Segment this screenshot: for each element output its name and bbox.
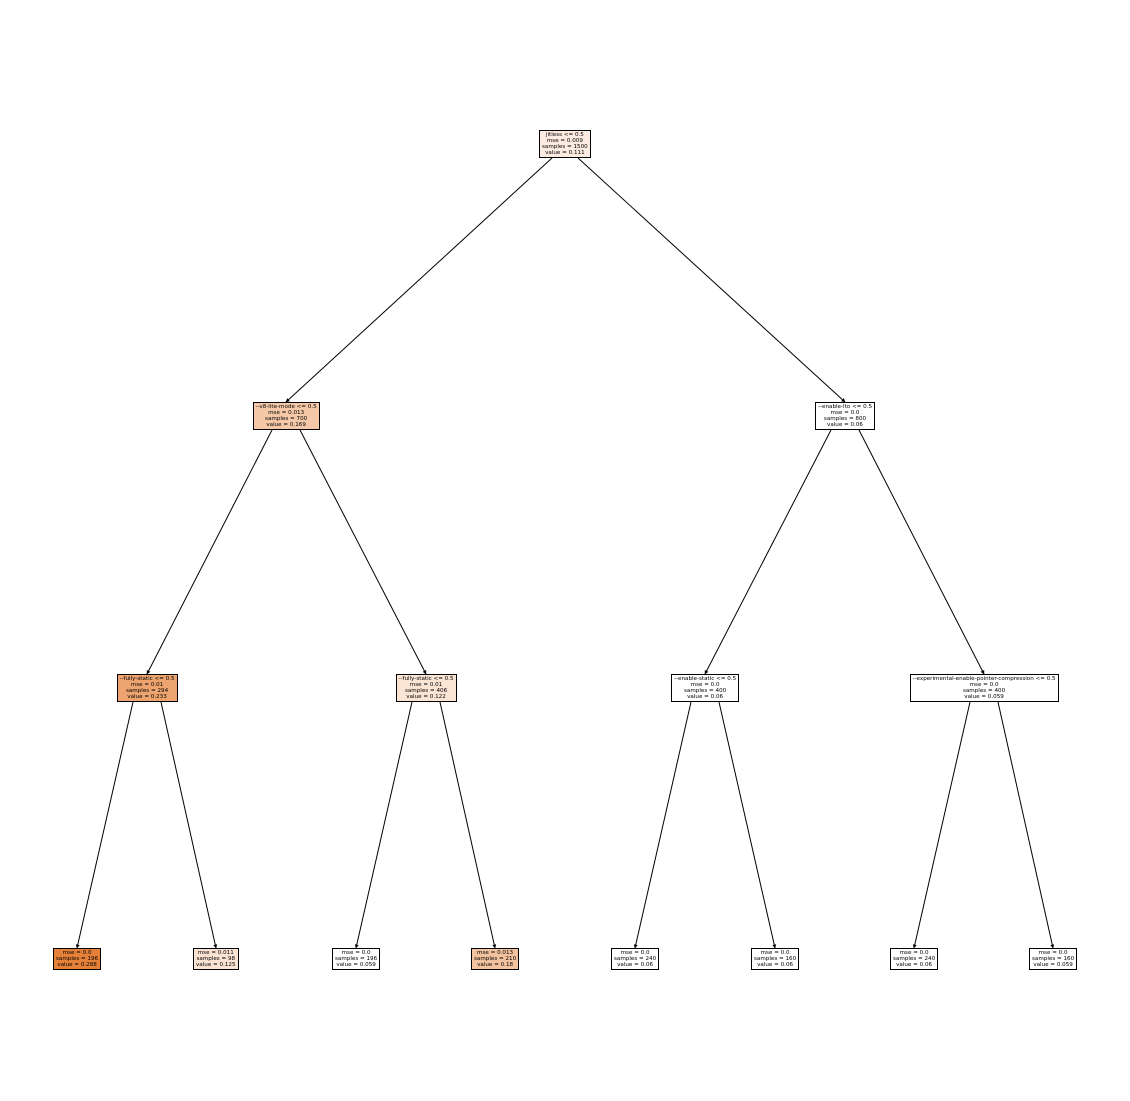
tree-node-line: samples = 160: [1032, 956, 1075, 962]
tree-node-line: samples = 400: [962, 688, 1006, 694]
tree-node-line: value = 0.125: [196, 962, 236, 968]
tree-node-line: samples = 210: [474, 956, 517, 962]
tree-edge-n4-n9: [354, 701, 413, 949]
tree-node-line: value = 0.233: [127, 694, 167, 700]
tree-edge-n5-n11: [633, 701, 692, 949]
tree-node-line: jitless <= 0.5: [545, 132, 584, 138]
tree-node-line: value = 0.111: [545, 150, 585, 156]
tree-node-line: samples = 196: [56, 956, 99, 962]
tree-node-line: value = 0.06: [687, 694, 724, 700]
tree-node-n6: --experimental-enable-pointer-compressio…: [909, 674, 1059, 702]
tree-node-line: mse = 0.0: [830, 410, 860, 416]
tree-edge-n0-n2: [577, 157, 846, 403]
tree-node-line: mse = 0.011: [197, 950, 234, 956]
tree-edge-n5-n12: [718, 701, 777, 949]
tree-node-line: value = 0.169: [266, 422, 306, 428]
tree-node-line: samples = 400: [684, 688, 727, 694]
tree-edge-n6-n14: [997, 701, 1055, 949]
tree-node-line: samples = 98: [196, 956, 236, 962]
tree-node-line: samples = 160: [754, 956, 797, 962]
tree-node-line: value = 0.06: [827, 422, 863, 428]
tree-node-line: --fully-static <= 0.5: [119, 676, 175, 682]
tree-node-line: --experimental-enable-pointer-compressio…: [912, 676, 1056, 682]
tree-node-line: value = 0.059: [336, 962, 376, 968]
tree-node-line: samples = 406: [404, 688, 448, 694]
tree-node-line: samples = 240: [614, 956, 657, 962]
tree-node-line: value = 0.288: [57, 962, 97, 968]
tree-node-line: value = 0.059: [964, 694, 1004, 700]
tree-node-line: mse = 0.0: [620, 950, 650, 956]
tree-edge-n6-n13: [912, 701, 971, 949]
tree-node-line: --fully-static <= 0.5: [398, 676, 454, 682]
tree-node-line: mse = 0.0: [1038, 950, 1068, 956]
tree-node-line: value = 0.06: [757, 962, 794, 968]
tree-node-line: value = 0.18: [477, 962, 514, 968]
tree-node-line: samples = 700: [265, 416, 308, 422]
tree-node-line: value = 0.06: [896, 962, 933, 968]
tree-node-line: value = 0.059: [1033, 962, 1073, 968]
tree-edge-n0-n1: [285, 157, 553, 403]
tree-node-line: mse = 0.01: [409, 682, 443, 688]
tree-node-line: samples = 294: [125, 688, 169, 694]
tree-edge-n2-n6: [858, 429, 985, 675]
tree-edge-n3-n7: [75, 701, 134, 949]
tree-node-line: mse = 0.0: [341, 950, 371, 956]
tree-node-line: mse = 0.0: [899, 950, 929, 956]
tree-node-line: mse = 0.0: [969, 682, 999, 688]
tree-edge-n1-n4: [299, 429, 427, 675]
tree-edge-n3-n8: [160, 701, 218, 949]
tree-node-line: mse = 0.009: [546, 138, 583, 144]
tree-node-line: mse = 0.013: [268, 410, 305, 416]
tree-node-line: samples = 800: [823, 416, 867, 422]
tree-edge-n1-n3: [146, 429, 273, 675]
tree-edge-n4-n10: [439, 701, 497, 949]
tree-edge-n2-n5: [704, 429, 832, 675]
tree-node-line: mse = 0.0: [62, 950, 92, 956]
tree-node-line: samples = 1500: [542, 144, 588, 150]
tree-node-line: value = 0.122: [406, 694, 446, 700]
tree-node-line: --enable-static <= 0.5: [674, 676, 737, 682]
tree-node-line: --v8-lite-mode <= 0.5: [255, 404, 317, 410]
tree-node-line: mse = 0.013: [477, 950, 514, 956]
tree-node-line: samples = 196: [335, 956, 378, 962]
tree-node-line: samples = 240: [893, 956, 936, 962]
tree-node-line: value = 0.06: [617, 962, 654, 968]
tree-node-line: mse = 0.0: [760, 950, 790, 956]
tree-node-line: --enable-lto <= 0.5: [818, 404, 873, 410]
tree-node-line: mse = 0.0: [690, 682, 720, 688]
tree-node-line: mse = 0.01: [130, 682, 164, 688]
